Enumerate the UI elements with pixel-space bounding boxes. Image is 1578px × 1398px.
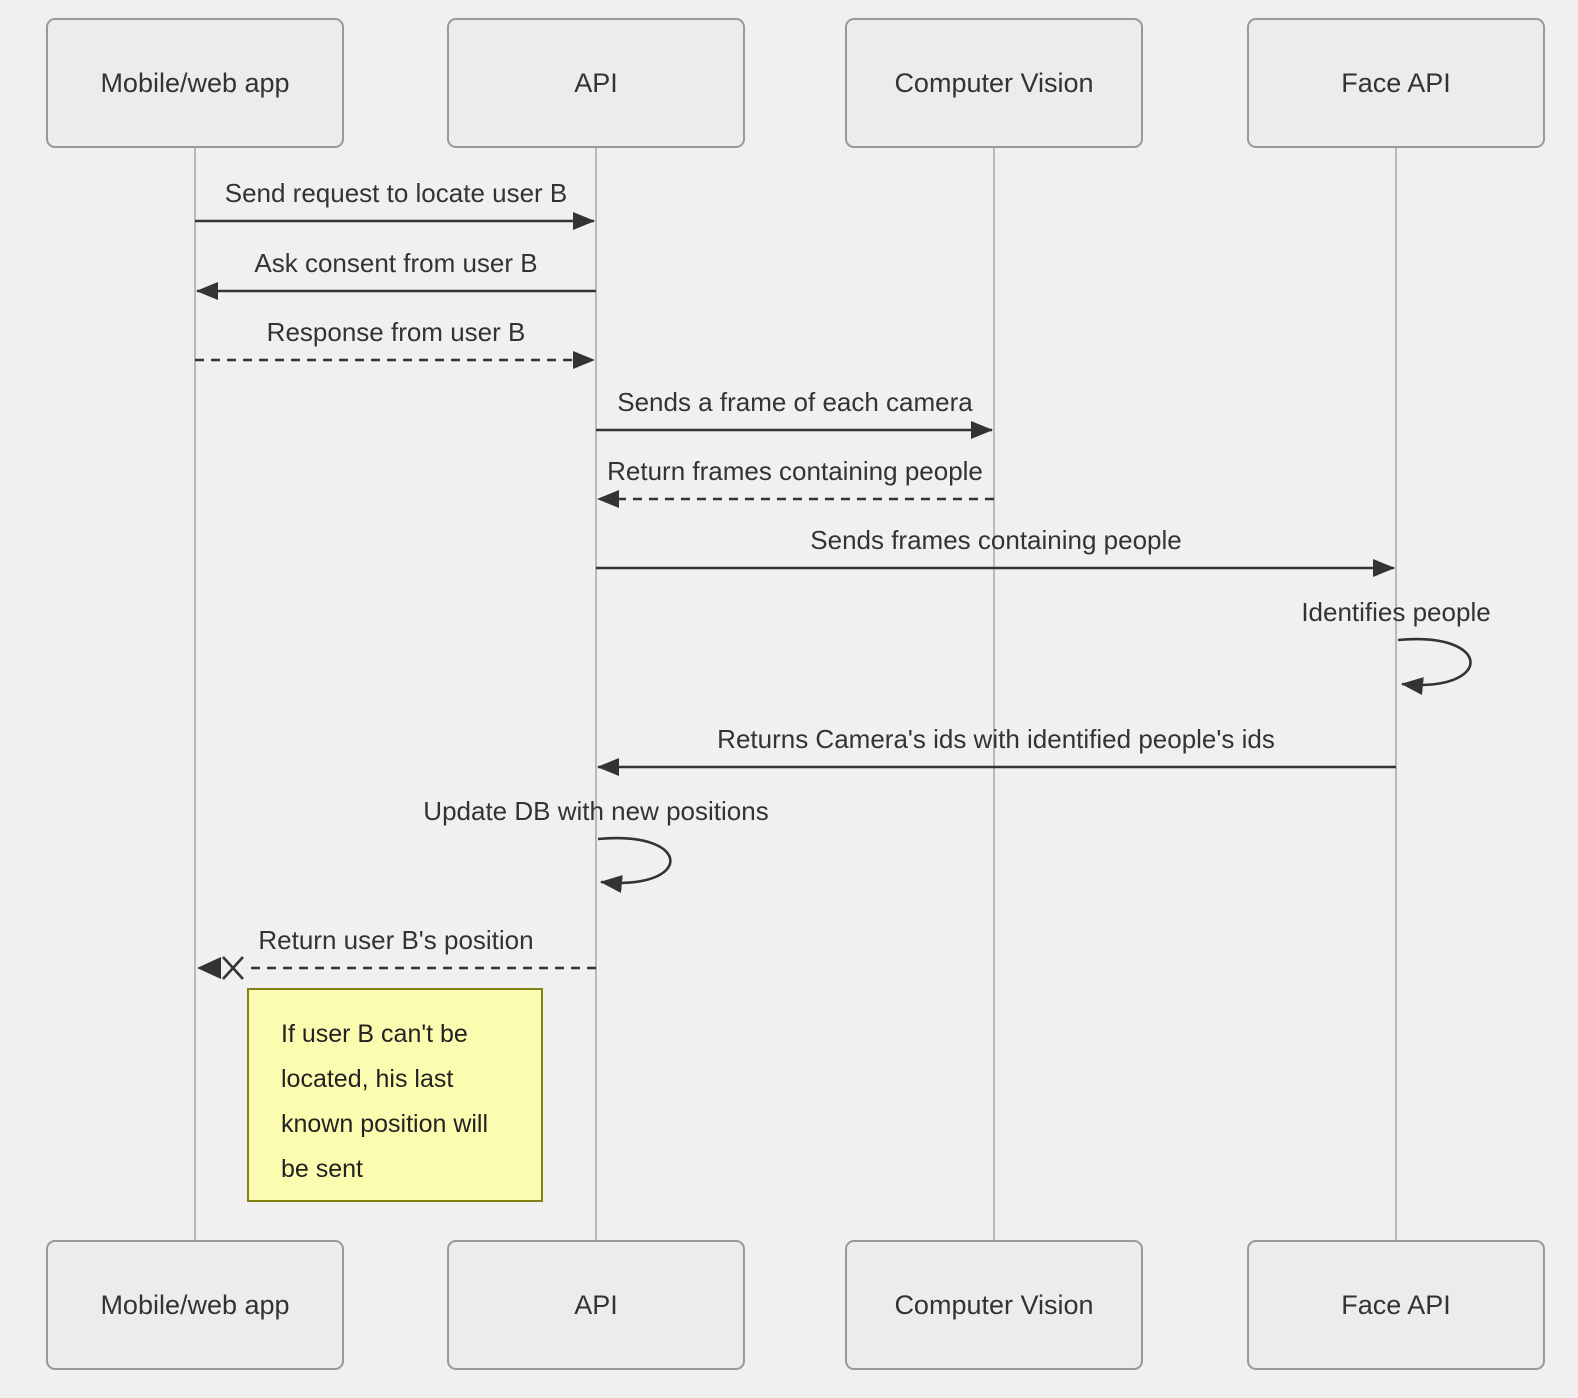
self-loop-update-db xyxy=(597,836,672,893)
actor-label: Computer Vision xyxy=(894,1289,1094,1320)
actor-label: API xyxy=(574,1289,618,1320)
actor-label: Mobile/web app xyxy=(100,67,290,98)
lost-message-x-icon xyxy=(222,956,244,980)
message-label-return-frames: Return frames containing people xyxy=(607,456,983,486)
self-loop-identifies-people xyxy=(1397,637,1472,695)
lifelines xyxy=(194,148,1397,1240)
note-line: located, his last xyxy=(281,1065,454,1093)
actor-top-api: API xyxy=(447,18,745,148)
note-last-known-position: If user B can't be located, his last kno… xyxy=(247,988,543,1202)
actor-label: API xyxy=(574,67,618,98)
actor-bottom-computer-vision: Computer Vision xyxy=(845,1240,1143,1370)
actor-bottom-face-api: Face API xyxy=(1247,1240,1545,1370)
actor-label: Face API xyxy=(1341,1289,1451,1320)
note-line: be sent xyxy=(281,1155,364,1183)
actor-top-computer-vision: Computer Vision xyxy=(845,18,1143,148)
actor-label: Computer Vision xyxy=(894,67,1094,98)
actor-top-face-api: Face API xyxy=(1247,18,1545,148)
message-label-ask-consent: Ask consent from user B xyxy=(254,248,538,278)
actor-label: Face API xyxy=(1341,67,1451,98)
note-line: known position will xyxy=(281,1110,489,1138)
message-label-sends-frames-people: Sends frames containing people xyxy=(810,525,1182,555)
actor-label: Mobile/web app xyxy=(100,1289,290,1320)
message-label-identifies-people: Identifies people xyxy=(1301,597,1491,627)
arrowhead-return-position xyxy=(197,957,221,979)
message-label-return-position: Return user B's position xyxy=(258,925,534,955)
message-label-sends-frame: Sends a frame of each camera xyxy=(617,387,973,417)
actor-bottom-mobile-web-app: Mobile/web app xyxy=(46,1240,344,1370)
actor-bottom-api: API xyxy=(447,1240,745,1370)
actor-top-mobile-web-app: Mobile/web app xyxy=(46,18,344,148)
message-label-send-request: Send request to locate user B xyxy=(224,178,568,208)
note-line: If user B can't be xyxy=(281,1020,468,1048)
message-label-response-user-b: Response from user B xyxy=(266,317,526,347)
message-label-returns-camera-ids: Returns Camera's ids with identified peo… xyxy=(717,724,1275,754)
message-label-update-db: Update DB with new positions xyxy=(423,796,769,826)
